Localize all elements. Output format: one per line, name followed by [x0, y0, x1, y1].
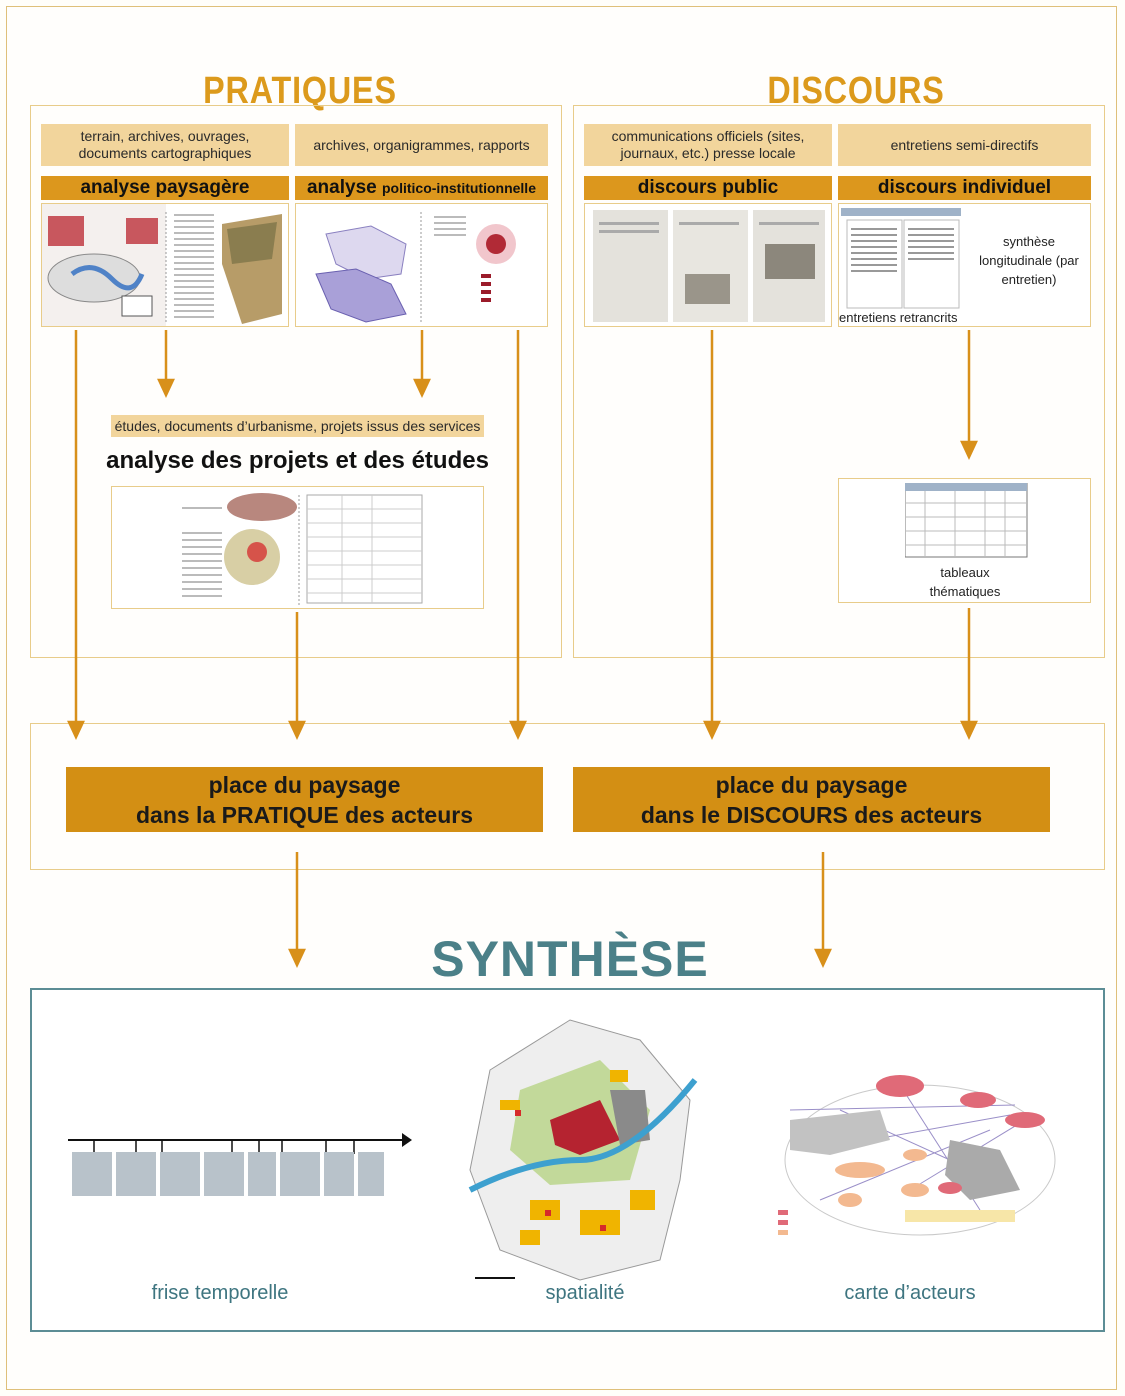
spreadsheet-image — [905, 483, 1028, 558]
method-analyse-paysagere: analyse paysagère — [41, 176, 289, 200]
results-panel — [30, 723, 1105, 870]
caption-spatialite: spatialité — [545, 1282, 625, 1304]
discours-panel — [573, 105, 1105, 658]
method-analyse-label: analyse — [306, 177, 377, 198]
result-pratique-line1: place du paysage — [208, 771, 401, 798]
result-discours-line1: place du paysage — [715, 771, 908, 798]
caption-carte-acteurs: carte d’acteurs — [844, 1282, 976, 1304]
method-politico-label: politico-institutionnelle — [382, 180, 536, 196]
method-discours-public: discours public — [584, 176, 832, 200]
thumbnail-discours-public — [584, 203, 832, 327]
newspaper-clippings-image — [593, 210, 825, 322]
source-entretiens: entretiens semi-directifs — [838, 124, 1091, 166]
politico-document-image — [315, 212, 516, 324]
synthese-title: SYNTHÈSE — [431, 931, 709, 987]
result-pratique: place du paysage dans la PRATIQUE des ac… — [66, 767, 543, 832]
entretiens-retrancrits-label: entretiens retrancrits — [839, 310, 958, 325]
result-discours-line2: dans le DISCOURS des acteurs — [640, 801, 983, 828]
method-analyse-politico: analyse politico-institutionnelle — [295, 176, 548, 200]
tableaux-thematiques-label: tableaux thématiques — [929, 565, 1001, 599]
timeline-image — [68, 1133, 412, 1196]
method-analyse-projets: analyse des projets et des études — [106, 447, 489, 474]
actor-map-image — [778, 1075, 1056, 1236]
source-politico: archives, organigrammes, rapports — [295, 124, 548, 166]
result-pratique-line2: dans la PRATIQUE des acteurs — [135, 801, 473, 828]
source-paysage: terrain, archives, ouvrages, documents c… — [41, 124, 289, 166]
thumbnail-tableaux-thematiques: tableaux thématiques — [838, 478, 1091, 603]
synthese-longitudinale-label: synthèse longitudinale (par entretien) — [979, 234, 1079, 287]
projets-document-image — [182, 493, 423, 605]
transcript-document-image — [841, 208, 961, 309]
source-discours-public: communications officiels (sites, journau… — [584, 124, 832, 166]
spatialite-map-image — [468, 1019, 698, 1281]
paysage-document-image — [42, 204, 282, 326]
thumbnail-discours-individuel: synthèse longitudinale (par entretien) e… — [838, 203, 1091, 327]
thumbnail-analyse-projets — [111, 486, 484, 609]
caption-frise-temporelle: frise temporelle — [151, 1282, 289, 1304]
thumbnail-analyse-paysagere — [41, 203, 289, 327]
source-projets: études, documents d’urbanisme, projets i… — [111, 415, 484, 437]
method-discours-individuel: discours individuel — [838, 176, 1091, 200]
thumbnail-analyse-politico — [295, 203, 548, 327]
result-discours: place du paysage dans le DISCOURS des ac… — [573, 767, 1050, 832]
